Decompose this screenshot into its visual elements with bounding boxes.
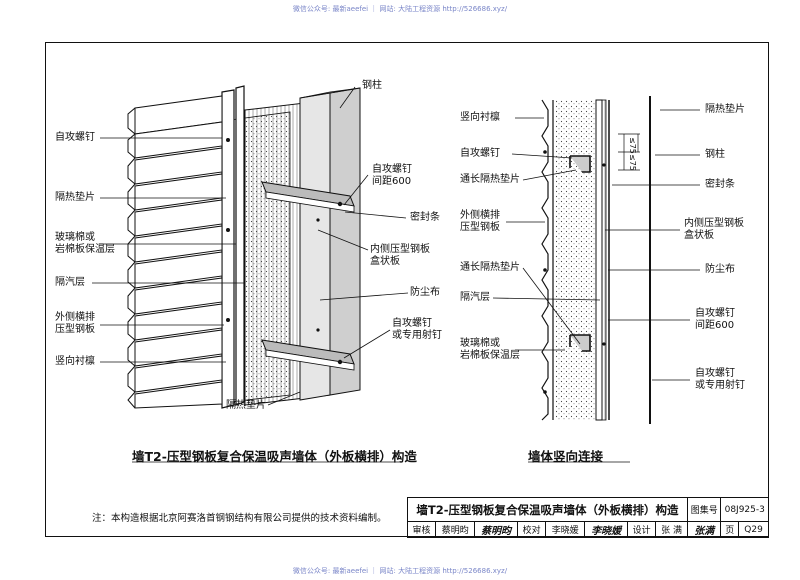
label-inner-box-panel-r: 内侧压型钢板 盒状板 — [684, 218, 744, 241]
label-screw-or-nail-r: 自攻螺钉 或专用射钉 — [695, 368, 745, 391]
tb-design-label: 设计 — [627, 521, 657, 538]
label-self-tapping-screw-r: 自攻螺钉 — [460, 148, 500, 159]
caption-left: 墙T2-压型钢板复合保温吸声墙体（外板横排）构造 — [132, 449, 417, 464]
tb-designer: 张 满 — [655, 521, 688, 538]
tb-checker: 李晓媛 — [545, 521, 586, 538]
label-thermal-pad: 隔热垫片 — [55, 192, 95, 203]
label-seal-strip: 密封条 — [410, 212, 440, 223]
label-glass-wool-insulation: 玻璃棉或 岩棉板保温层 — [55, 232, 115, 255]
tb-review-label: 审核 — [406, 521, 437, 538]
tb-designer-sig: 张满 — [686, 521, 722, 538]
tb-atlas-label: 图集号 — [686, 497, 722, 522]
title-block: 墙T2-压型钢板复合保温吸声墙体（外板横排）构造 图集号 08J925-3 审核… — [406, 497, 769, 538]
isometric-wall-assembly — [127, 85, 361, 409]
tb-page-no: Q29 — [738, 521, 769, 538]
label-outer-horizontal-sheet: 外侧横排 压型钢板 — [55, 312, 95, 335]
label-vapor-barrier-r: 隔汽层 — [460, 292, 490, 303]
tb-atlas-no: 08J925-3 — [720, 497, 769, 522]
dim-a: ≤75 — [628, 137, 637, 154]
watermark-bottom: 微信公众号: 最新aeefei ｜ 网站: 大陆工程资源 http://5266… — [292, 567, 508, 575]
left-leaders — [92, 86, 409, 406]
right-leaders — [492, 109, 700, 381]
label-steel-column: 钢柱 — [362, 80, 382, 91]
watermark-top: 微信公众号: 最新aeefei ｜ 网站: 大陆工程资源 http://5266… — [292, 5, 508, 13]
label-dust-cloth: 防尘布 — [410, 287, 440, 298]
label-self-tapping-screw: 自攻螺钉 — [55, 132, 95, 143]
label-outer-sheet-r: 外侧横排 压型钢板 — [460, 210, 500, 233]
caption-right: 墙体竖向连接 — [528, 449, 604, 464]
label-glass-wool-r: 玻璃棉或 岩棉板保温层 — [460, 338, 520, 361]
vertical-connection-section — [541, 96, 651, 424]
label-vapor-barrier: 隔汽层 — [55, 277, 85, 288]
tb-reviewer: 蔡明昀 — [435, 521, 476, 538]
tb-page-label: 页 — [720, 521, 740, 538]
label-vertical-purlin-r: 竖向衬檩 — [460, 112, 500, 123]
label-screw-spacing-600-r: 自攻螺钉 间距600 — [695, 308, 735, 331]
tb-checker-sig: 李晓媛 — [584, 521, 629, 538]
label-screw-spacing-600: 自攻螺钉 间距600 — [372, 164, 412, 187]
dim-b: ≤75 — [628, 154, 637, 171]
label-steel-column-r: 钢柱 — [705, 149, 725, 160]
label-continuous-pad-2: 通长隔热垫片 — [460, 262, 520, 273]
tb-title: 墙T2-压型钢板复合保温吸声墙体（外板横排）构造 — [407, 497, 688, 522]
label-vertical-purlin: 竖向衬檩 — [55, 356, 95, 367]
tb-check-label: 校对 — [517, 521, 547, 538]
tb-reviewer-sig: 蔡明昀 — [474, 521, 519, 538]
label-inner-box-panel: 内侧压型钢板 盒状板 — [370, 244, 430, 267]
label-dust-cloth-r: 防尘布 — [705, 264, 735, 275]
label-screw-or-nail: 自攻螺钉 或专用射钉 — [392, 318, 442, 341]
label-thermal-pad-r: 隔热垫片 — [705, 104, 745, 115]
footnote: 注：本构造根据北京阿赛洛首钢钢结构有限公司提供的技术资料编制。 — [92, 513, 387, 524]
label-seal-strip-r: 密封条 — [705, 179, 735, 190]
label-thermal-pad-bottom: 隔热垫片 — [226, 400, 266, 411]
label-continuous-pad-1: 通长隔热垫片 — [460, 174, 520, 185]
